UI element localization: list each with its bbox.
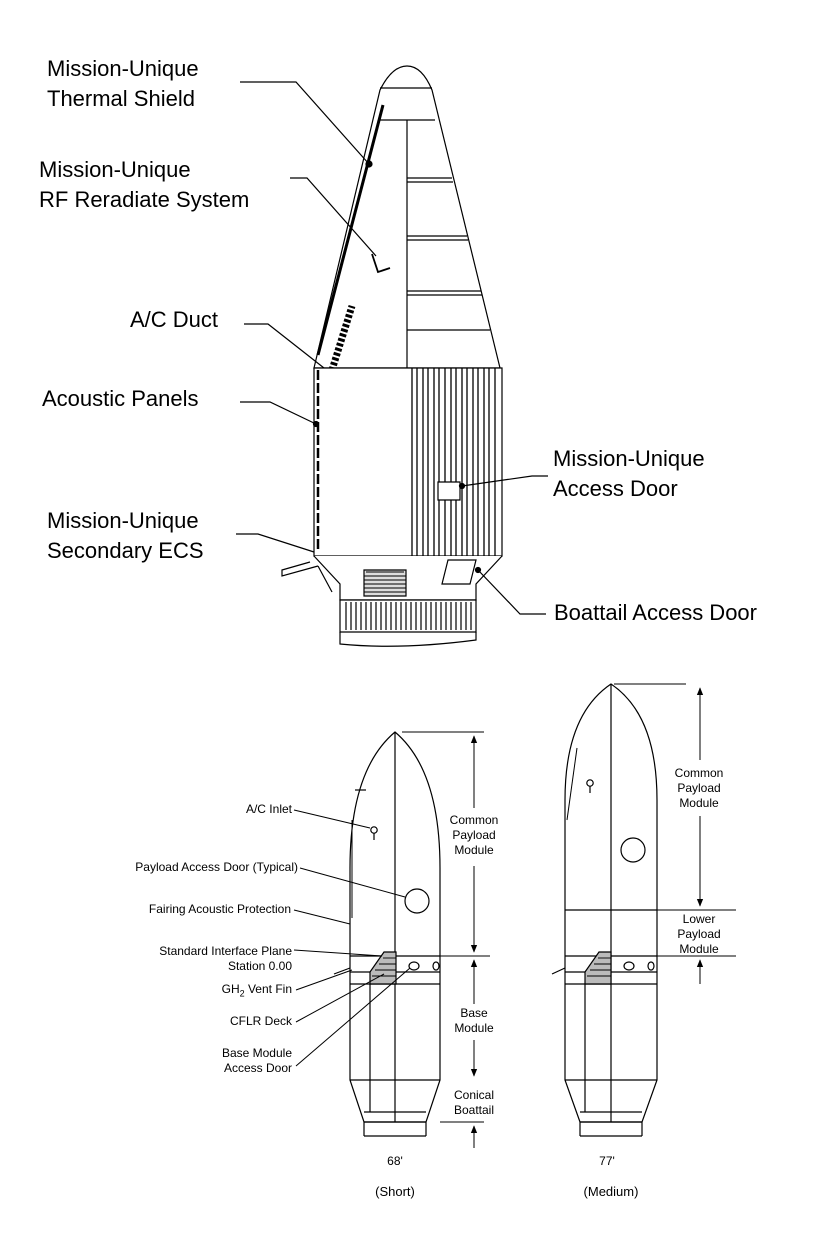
medium-common-payload-module-line3: Module: [679, 796, 719, 810]
medium-common-payload-module: Common Payload Module: [659, 766, 739, 811]
medium-payload-access-door: [621, 838, 645, 862]
short-conical-boattail-line2: Boattail: [453, 1103, 495, 1117]
top-leaders: [236, 82, 548, 614]
label-standard-interface-plane-line2: Station 0.00: [227, 959, 292, 973]
top-access-door: [438, 482, 460, 500]
short-common-payload-module: Common Payload Module: [434, 813, 514, 858]
label-ac-duct: A/C Duct: [130, 307, 219, 332]
label-rf-reradiate-line1: Mission-Unique: [39, 157, 191, 182]
short-conical-boattail-line1: Conical: [453, 1088, 495, 1102]
label-thermal-shield-line2: Thermal Shield: [47, 86, 195, 111]
top-fairing-drawing: [282, 66, 502, 646]
label-secondary-ecs: Mission-Unique Secondary ECS: [47, 506, 204, 566]
label-boattail-access-door: Boattail Access Door: [554, 600, 757, 625]
label-rf-reradiate-line2: RF Reradiate System: [39, 187, 250, 212]
short-common-payload-module-line2: Payload: [452, 828, 496, 842]
top-base-ring: [340, 600, 476, 632]
top-body-stripes: [412, 368, 495, 556]
label-thermal-shield-line1: Mission-Unique: [47, 56, 199, 81]
short-common-payload-module-line3: Module: [454, 843, 494, 857]
medium-lower-payload-module-line3: Module: [679, 942, 719, 956]
short-fairing-drawing: [334, 732, 440, 1136]
short-common-payload-module-line1: Common: [449, 813, 499, 827]
label-standard-interface-plane-line1: Standard Interface Plane: [159, 944, 292, 958]
label-access-door: Mission-Unique Access Door: [553, 444, 705, 504]
label-gh2-vent-fin: GH2 Vent Fin: [222, 982, 292, 1001]
short-conical-boattail: Conical Boattail: [434, 1088, 514, 1118]
medium-lower-payload-module-line1: Lower: [682, 912, 716, 926]
label-secondary-ecs-line1: Mission-Unique: [47, 508, 199, 533]
label-payload-access-door: Payload Access Door (Typical): [135, 860, 298, 874]
medium-common-payload-module-line1: Common: [674, 766, 724, 780]
medium-common-payload-module-line2: Payload: [677, 781, 721, 795]
short-caption: (Short): [375, 1184, 415, 1199]
medium-fairing-drawing: [552, 684, 657, 1136]
medium-dimensions: [614, 684, 736, 984]
label-gh2-vent-fin-sub: 2: [239, 988, 245, 999]
label-cflr-deck: CFLR Deck: [229, 1014, 292, 1028]
medium-length: 77': [599, 1154, 615, 1168]
top-cylinder: [314, 368, 502, 556]
medium-lower-payload-module: Lower Payload Module: [659, 912, 739, 957]
short-length: 68': [387, 1154, 403, 1168]
label-thermal-shield: Mission-Unique Thermal Shield: [47, 54, 199, 114]
label-access-door-line2: Access Door: [553, 476, 678, 501]
short-base-module-line1: Base: [460, 1006, 488, 1020]
short-base-module-line2: Module: [454, 1021, 494, 1035]
short-base-module: Base Module: [434, 1006, 514, 1036]
medium-lower-payload-module-line2: Payload: [677, 927, 721, 941]
label-base-module-access-door-line1: Base Module: [221, 1046, 292, 1060]
label-gh2-vent-fin-prefix: GH: [221, 982, 240, 996]
short-payload-access-door: [405, 889, 429, 913]
label-ac-inlet: A/C Inlet: [245, 802, 292, 816]
label-secondary-ecs-line2: Secondary ECS: [47, 538, 204, 563]
medium-caption: (Medium): [583, 1184, 639, 1199]
label-base-module-access-door-line2: Access Door: [223, 1061, 292, 1075]
short-dimensions: [402, 732, 490, 1148]
label-access-door-line1: Mission-Unique: [553, 446, 705, 471]
label-acoustic-panels: Acoustic Panels: [42, 386, 199, 411]
label-rf-reradiate: Mission-Unique RF Reradiate System: [39, 155, 249, 215]
label-base-module-access-door: Base Module Access Door: [222, 1046, 292, 1076]
label-gh2-vent-fin-suffix: Vent Fin: [244, 982, 292, 996]
label-standard-interface-plane: Standard Interface Plane Station 0.00: [159, 944, 292, 974]
short-leaders: [294, 810, 410, 1066]
label-fairing-acoustic-protection: Fairing Acoustic Protection: [148, 902, 291, 916]
